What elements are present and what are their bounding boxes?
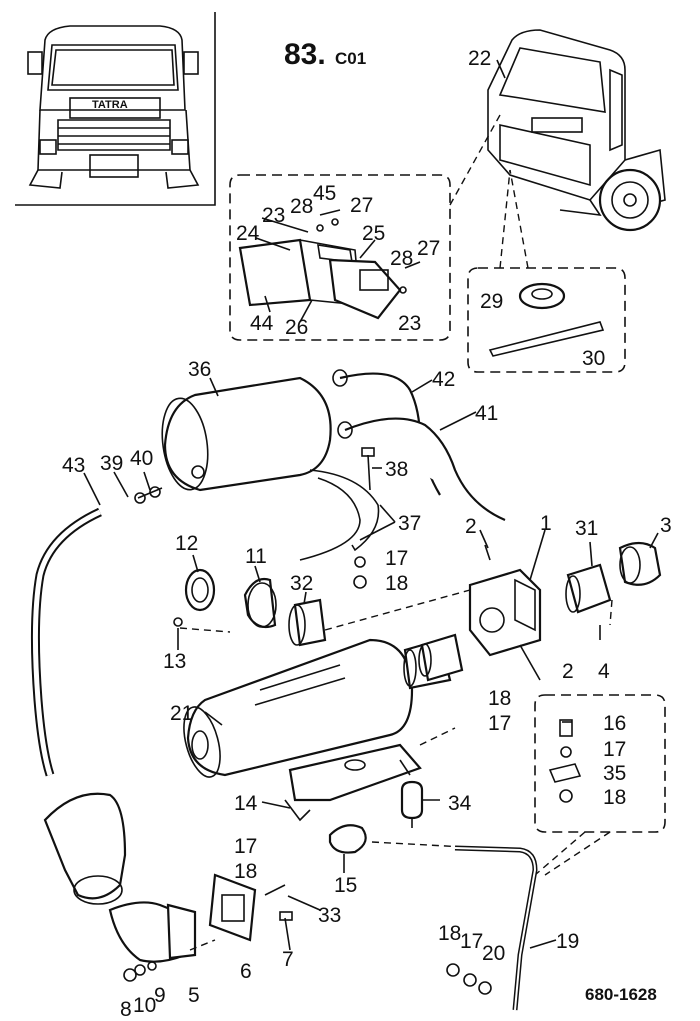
clamp-fittings: [173, 568, 471, 647]
callout-35: 35: [603, 762, 626, 785]
callout-30: 30: [582, 347, 605, 370]
pipe-19: [446, 845, 538, 1011]
leader-lines: [83, 59, 659, 949]
callout-17b: 17: [488, 712, 511, 735]
callout-10: 10: [133, 994, 156, 1017]
detail-box-gasket: [467, 267, 626, 373]
callout-2b: 2: [562, 660, 574, 683]
callout-40: 40: [130, 447, 153, 470]
callout-15: 15: [334, 874, 357, 897]
callout-32: 32: [290, 572, 313, 595]
callout-43: 43: [62, 454, 85, 477]
truck-cab-drawing: [487, 29, 666, 232]
callout-17e: 17: [460, 930, 483, 953]
callout-18b: 18: [488, 687, 511, 710]
callout-27b: 27: [417, 237, 440, 260]
callout-5: 5: [188, 984, 200, 1007]
callout-20: 20: [482, 942, 505, 965]
drawing-reference: 680-1628: [585, 985, 657, 1004]
callout-7: 7: [282, 948, 294, 971]
callout-18c: 18: [603, 786, 626, 809]
callout-4: 4: [598, 660, 610, 683]
callout-18a: 18: [385, 572, 408, 595]
callout-17d: 17: [234, 835, 257, 858]
pipe-43: [30, 507, 102, 777]
callout-1: 1: [540, 512, 552, 535]
callout-24: 24: [236, 222, 260, 245]
callout-33: 33: [318, 904, 341, 927]
callout-45: 45: [313, 182, 336, 205]
callout-39: 39: [100, 452, 123, 475]
fastener-stack: [548, 719, 582, 803]
callout-14: 14: [234, 792, 258, 815]
callout-28b: 28: [390, 247, 413, 270]
callout-6: 6: [240, 960, 252, 983]
inset-brand-text: TATRA: [92, 99, 128, 111]
grommet-and-strap: [488, 282, 605, 357]
callout-8: 8: [120, 998, 132, 1021]
callout-22: 22: [468, 47, 491, 70]
page-number: 83.: [284, 38, 326, 71]
callout-26: 26: [285, 316, 308, 339]
callout-38: 38: [385, 458, 408, 481]
callout-31: 31: [575, 517, 598, 540]
page-suffix: C01: [335, 49, 366, 68]
muffler-mount: [284, 727, 521, 854]
bracket-assembly: [238, 209, 421, 320]
callout-16: 16: [603, 712, 626, 735]
tank-straps: [299, 447, 380, 589]
elbow-and-flanges: [43, 792, 293, 982]
detail-box-mount: [229, 174, 451, 341]
callout-42: 42: [432, 368, 455, 391]
callout-21: 21: [170, 702, 193, 725]
truck-front-inset: TATRA: [15, 12, 216, 206]
callout-11: 11: [245, 545, 267, 568]
callout-19: 19: [556, 930, 579, 953]
callout-17c: 17: [603, 738, 626, 761]
callout-25: 25: [362, 222, 385, 245]
callout-12: 12: [175, 532, 198, 555]
callout-23b: 23: [398, 312, 421, 335]
fuel-tank: [134, 376, 332, 504]
exhaust-bracket-and-tubes: [468, 541, 662, 681]
callout-17a: 17: [385, 547, 408, 570]
callout-28a: 28: [290, 195, 313, 218]
callout-44: 44: [250, 312, 274, 335]
callout-29: 29: [480, 290, 503, 313]
callout-23a: 23: [262, 204, 285, 227]
detail-box-fasteners: [534, 694, 666, 833]
callout-41: 41: [475, 402, 498, 425]
callout-labels: 22 45 28 23 27 24 25 28 27 44 26 23 29 3…: [62, 47, 672, 1021]
callout-18e: 18: [438, 922, 461, 945]
callout-18d: 18: [234, 860, 257, 883]
callout-9: 9: [154, 984, 166, 1007]
callout-37: 37: [398, 512, 421, 535]
braided-hoses: [332, 369, 506, 522]
callout-2a: 2: [465, 515, 477, 538]
callout-3: 3: [660, 514, 672, 537]
muffler: [183, 633, 464, 778]
callout-13: 13: [163, 650, 186, 673]
callout-36: 36: [188, 358, 211, 381]
callout-34: 34: [448, 792, 472, 815]
callout-27a: 27: [350, 194, 373, 217]
